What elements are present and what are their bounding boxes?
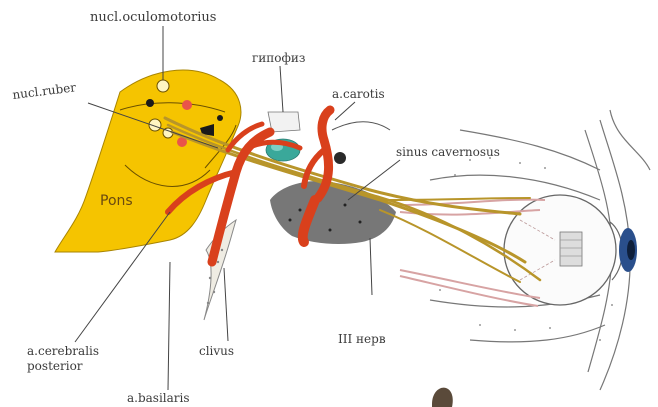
label-a-basilaris: a.basilaris [127, 391, 190, 405]
hypophysis-drawing [266, 112, 300, 161]
label-a-cerebralis-posterior-line1: a.cerebralis [27, 344, 99, 358]
pons-drawing [55, 70, 241, 252]
label-iii-nerve: III нерв [338, 332, 386, 346]
label-pons: Pons [100, 193, 133, 209]
ink-blot [432, 388, 453, 407]
label-nucl-ruber: nucl.ruber [12, 80, 77, 102]
label-sinus-cavernosus: sinus cavernosus [396, 145, 500, 159]
carotis-cross-section [334, 152, 346, 164]
label-clivus: clivus [199, 344, 234, 358]
label-a-cerebralis-posterior-line2: posterior [27, 359, 83, 373]
label-a-carotis: a.carotis [332, 87, 385, 101]
carotis-branch [332, 122, 390, 130]
label-hypophysis: гипофиз [252, 51, 305, 65]
label-nucl-oculomotorius: nucl.oculomotorius [90, 10, 216, 25]
